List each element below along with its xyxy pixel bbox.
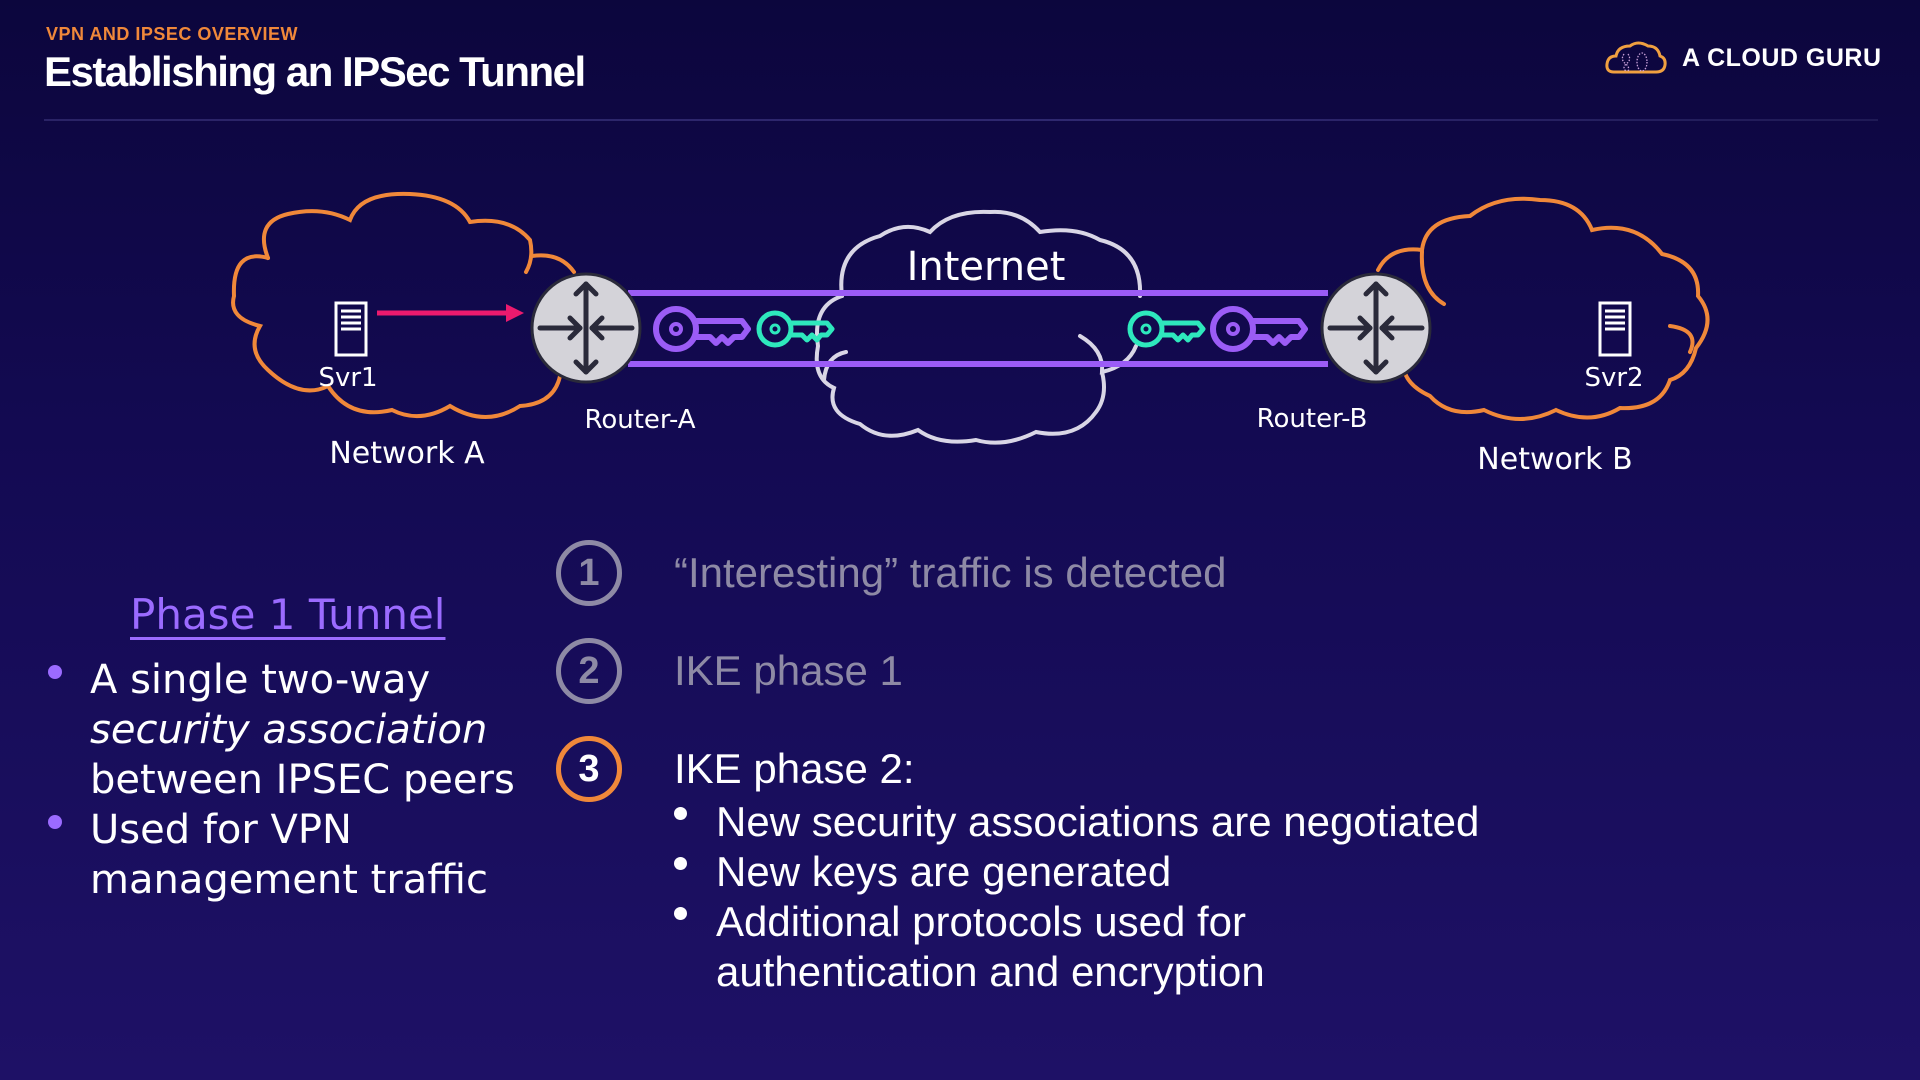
bullet-text: Additional protocols used for (716, 898, 1246, 945)
step-3: 3 IKE phase 2: (556, 736, 915, 802)
network-b-cloud-icon (1376, 196, 1710, 421)
server-icon (334, 301, 368, 357)
phase2-key-icon (1127, 310, 1206, 348)
phase2-key-icon (756, 310, 835, 348)
bullet-text: between IPSEC peers (90, 757, 515, 803)
list-item: New security associations are negotiated (672, 797, 1479, 847)
step-text: “Interesting” traffic is detected (674, 549, 1227, 596)
network-a-label: Network A (329, 436, 485, 471)
tunnel-top-line (628, 290, 1328, 296)
server-icon (1598, 301, 1632, 357)
bullet-icon (674, 907, 687, 920)
tunnel-bottom-line (628, 361, 1328, 367)
step-text: IKE phase 2: (674, 745, 915, 792)
bullet-text: A single two-way (90, 657, 431, 703)
router-b-label: Router-B (1257, 404, 1368, 434)
list-item: New keys are generated (672, 847, 1479, 897)
list-item: A single two-way security association be… (46, 655, 566, 805)
network-b-label: Network B (1477, 442, 1632, 477)
bullet-text: New keys are generated (716, 848, 1172, 895)
phase1-key-icon (653, 306, 751, 352)
arrow-right-icon (377, 304, 524, 322)
internet-label: Internet (907, 244, 1066, 290)
cloud-guru-logo-icon (1605, 41, 1667, 74)
network-a-cloud-icon (231, 191, 576, 419)
step-number-badge: 1 (556, 540, 622, 606)
bullet-text-italic: security association (90, 707, 488, 753)
phase1-key-icon (1210, 306, 1308, 352)
step-1: 1 “Interesting” traffic is detected (556, 540, 1226, 606)
bullet-icon (674, 807, 687, 820)
step-text: IKE phase 1 (674, 647, 903, 694)
step-2: 2 IKE phase 1 (556, 638, 903, 704)
bullet-icon (48, 665, 62, 679)
header-divider (44, 119, 1878, 121)
bullet-text: management traffic (90, 857, 488, 903)
bullet-text: New security associations are negotiated (716, 798, 1480, 845)
router-b-icon (1320, 272, 1432, 384)
section-kicker: VPN AND IPSEC OVERVIEW (46, 24, 299, 44)
phase1-bullet-list: A single two-way security association be… (46, 655, 566, 905)
ipsec-tunnel (628, 290, 1328, 367)
internet-cloud-icon (814, 209, 1143, 445)
step-number-badge: 2 (556, 638, 622, 704)
slide-title: Establishing an IPSec Tunnel (44, 48, 586, 95)
bullet-text: Used for VPN (90, 807, 352, 853)
svr1-label: Svr1 (318, 363, 377, 393)
brand-logo: A CLOUD GURU (1604, 38, 1882, 78)
step-3-bullet-list: New security associations are negotiated… (672, 797, 1479, 997)
router-a-icon (530, 272, 642, 384)
phase1-tunnel-heading: Phase 1 Tunnel (130, 590, 446, 639)
bullet-icon (674, 857, 687, 870)
step-number-badge: 3 (556, 736, 622, 802)
ipsec-network-diagram: Svr1 Svr2 Router-A Router-B Network A Ne… (231, 191, 1710, 477)
bullet-icon (48, 815, 62, 829)
router-a-label: Router-A (584, 405, 695, 435)
svr2-label: Svr2 (1584, 363, 1643, 393)
bullet-text: authentication and encryption (716, 948, 1265, 995)
list-item: Used for VPN management traffic (46, 805, 566, 905)
brand-name: A CLOUD GURU (1682, 43, 1882, 72)
